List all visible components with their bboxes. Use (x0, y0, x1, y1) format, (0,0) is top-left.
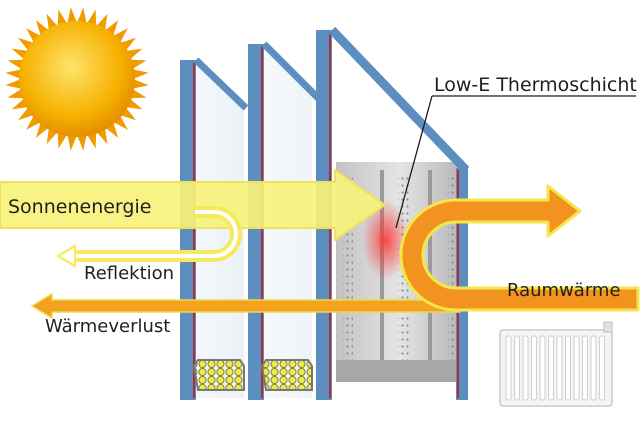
spacer-desiccant-2 (260, 359, 313, 391)
room-heat-label: Raumwärme (507, 280, 621, 301)
spacer-desiccant-1 (192, 359, 245, 391)
sun-icon (5, 7, 149, 151)
room-heat-arrow (399, 184, 640, 312)
solar-energy-label: Sonnenenergie (8, 196, 151, 218)
low-e-label: Low-E Thermoschicht (434, 74, 637, 96)
reflection-arrow (56, 206, 242, 268)
low-e-leader-line (395, 95, 433, 229)
reflection-label: Reflektion (84, 263, 174, 284)
solar-energy-arrow (0, 168, 387, 242)
heat-loss-label: Wärmeverlust (45, 316, 170, 337)
radiator-icon (499, 321, 613, 407)
glass-pane-1 (180, 57, 249, 400)
